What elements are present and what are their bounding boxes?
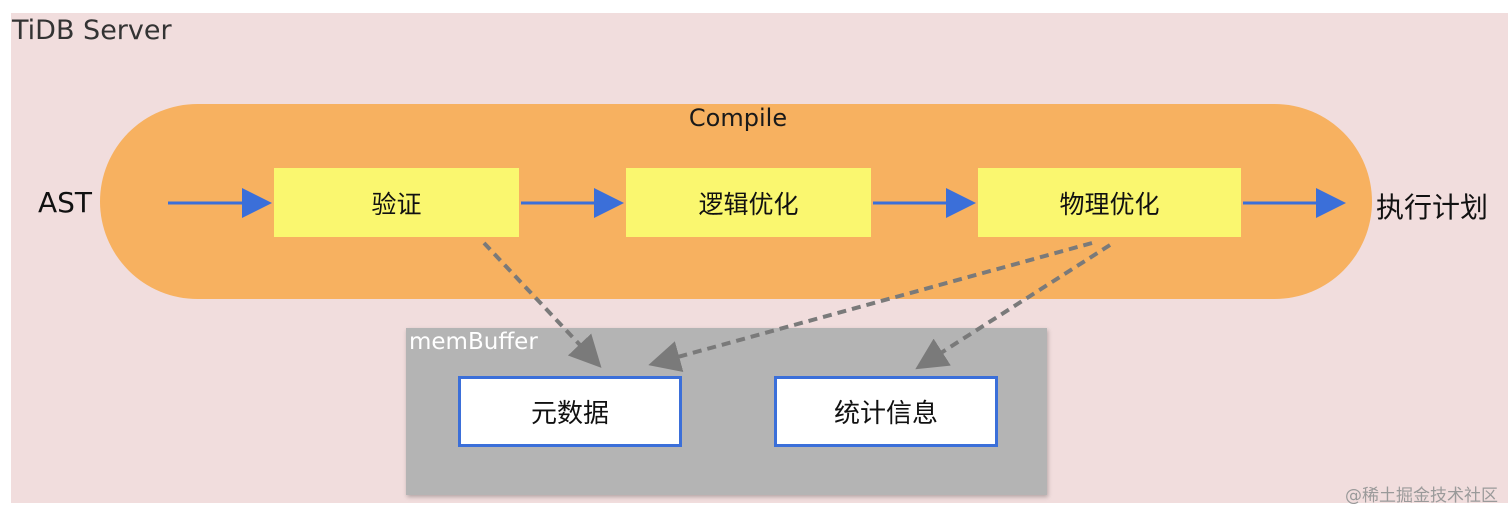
- execution-plan-output-label: 执行计划: [1376, 191, 1489, 224]
- dependency-arrow-validate-to-metadata: [482, 241, 602, 368]
- membuffer-title: memBuffer: [409, 329, 538, 355]
- ast-input-label: AST: [38, 186, 93, 219]
- stage-logical-optimization: 逻辑优化: [626, 168, 871, 237]
- compile-title: Compile: [688, 104, 788, 132]
- tidb-server-title: TiDB Server: [12, 15, 172, 46]
- watermark: @稀土掘金技术社区: [1345, 486, 1498, 506]
- stage-validate: 验证: [274, 168, 519, 237]
- stage-physical-optimization: 物理优化: [978, 168, 1241, 237]
- store-metadata: 元数据: [458, 376, 682, 447]
- dependency-arrow-physical-to-metadata: [648, 241, 1093, 373]
- dependency-arrow-physical-to-statistics: [915, 243, 1112, 370]
- store-statistics: 统计信息: [774, 376, 998, 447]
